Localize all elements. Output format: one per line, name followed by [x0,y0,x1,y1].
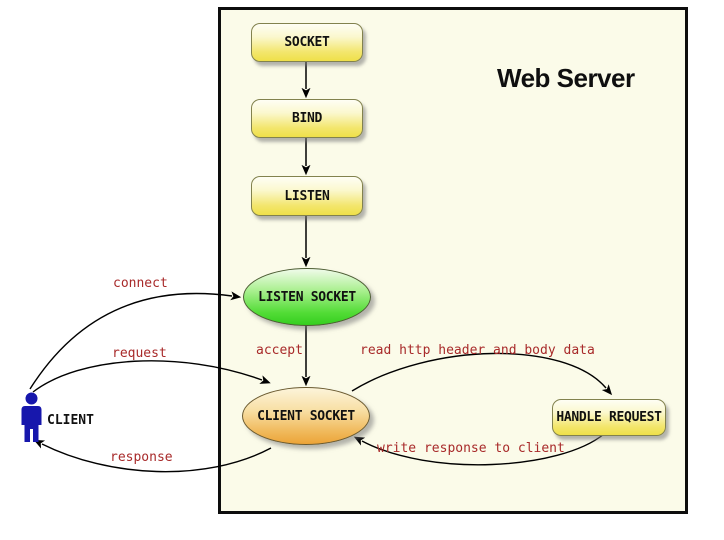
node-handle-request: HANDLE REQUEST [552,399,666,436]
node-client-socket: CLIENT SOCKET [242,387,370,445]
node-socket-label: SOCKET [284,35,330,50]
edge-label-request: request [112,346,167,361]
client-person-icon [21,392,42,442]
node-listen-socket: LISTEN SOCKET [243,268,371,326]
arrow-connect [29,291,242,390]
edge-label-accept: accept [256,343,303,358]
edge-label-response: response [110,450,173,465]
node-client-socket-label: CLIENT SOCKET [257,408,355,424]
node-socket: SOCKET [251,23,363,62]
node-listen-socket-label: LISTEN SOCKET [258,289,356,305]
edge-label-read-http: read http header and body data [360,343,595,358]
diagram-title: Web Server [497,63,635,93]
node-listen: LISTEN [251,176,363,216]
node-bind: BIND [251,99,363,138]
node-bind-label: BIND [291,111,323,126]
node-listen-label: LISTEN [284,188,330,204]
edge-label-connect: connect [113,276,168,291]
client-label: CLIENT [47,413,94,428]
node-handle-request-label: HANDLE REQUEST [556,410,662,425]
edge-label-write-response: write response to client [377,441,565,456]
